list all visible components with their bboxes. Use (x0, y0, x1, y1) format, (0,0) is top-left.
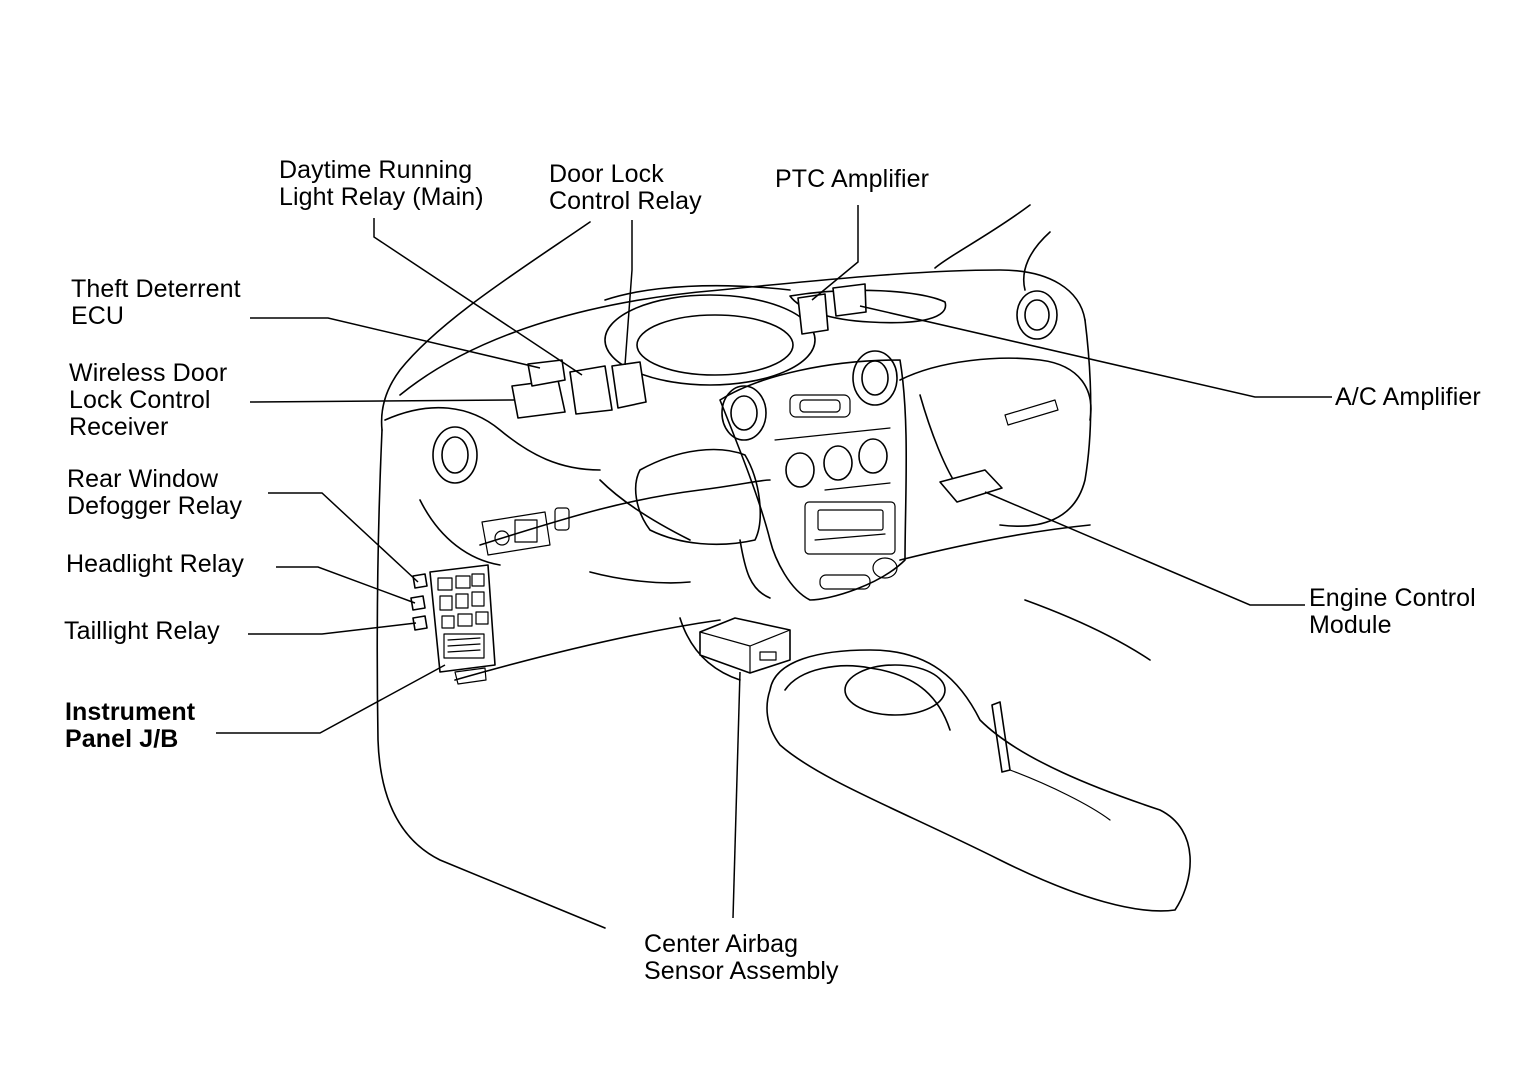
component-boxes (511, 283, 1003, 674)
left-switches (481, 507, 570, 556)
glovebox (1004, 399, 1059, 426)
airbag-sensor-box (699, 617, 791, 674)
leader-taillight (248, 622, 417, 635)
ac-amplifier-box (832, 283, 867, 317)
steering-column (634, 448, 761, 546)
leader-defogger (268, 492, 419, 583)
leader-lines (216, 205, 1332, 919)
dashboard-outline (376, 204, 1151, 929)
leader-ecm (984, 491, 1305, 606)
label-ac-amplifier: A/C Amplifier (1335, 383, 1481, 411)
leader-drl (373, 218, 583, 376)
ptc-amplifier-box (797, 293, 829, 335)
instrument-cluster (604, 284, 816, 386)
label-ptc-amplifier: PTC Amplifier (775, 165, 930, 193)
center-stack (719, 359, 908, 601)
junction-block (410, 564, 496, 685)
leader-airbag (732, 671, 741, 919)
leader-jb (216, 664, 446, 734)
wireless-receiver-box (511, 379, 566, 419)
side-vents (432, 290, 1058, 484)
label-headlight-relay: Headlight Relay (66, 550, 244, 578)
drl-relay-box (569, 365, 613, 415)
leader-theft (250, 317, 541, 369)
door-lock-relay-box (611, 361, 647, 409)
label-taillight-relay: Taillight Relay (64, 617, 220, 645)
leader-ac (859, 305, 1332, 398)
leader-door-lock (624, 220, 633, 366)
ecm-box (939, 469, 1003, 503)
leader-ptc (811, 205, 859, 301)
leader-headlight (276, 566, 416, 604)
leader-wireless (249, 399, 516, 403)
theft-ecu-box (527, 359, 566, 387)
center-console (766, 649, 1191, 912)
